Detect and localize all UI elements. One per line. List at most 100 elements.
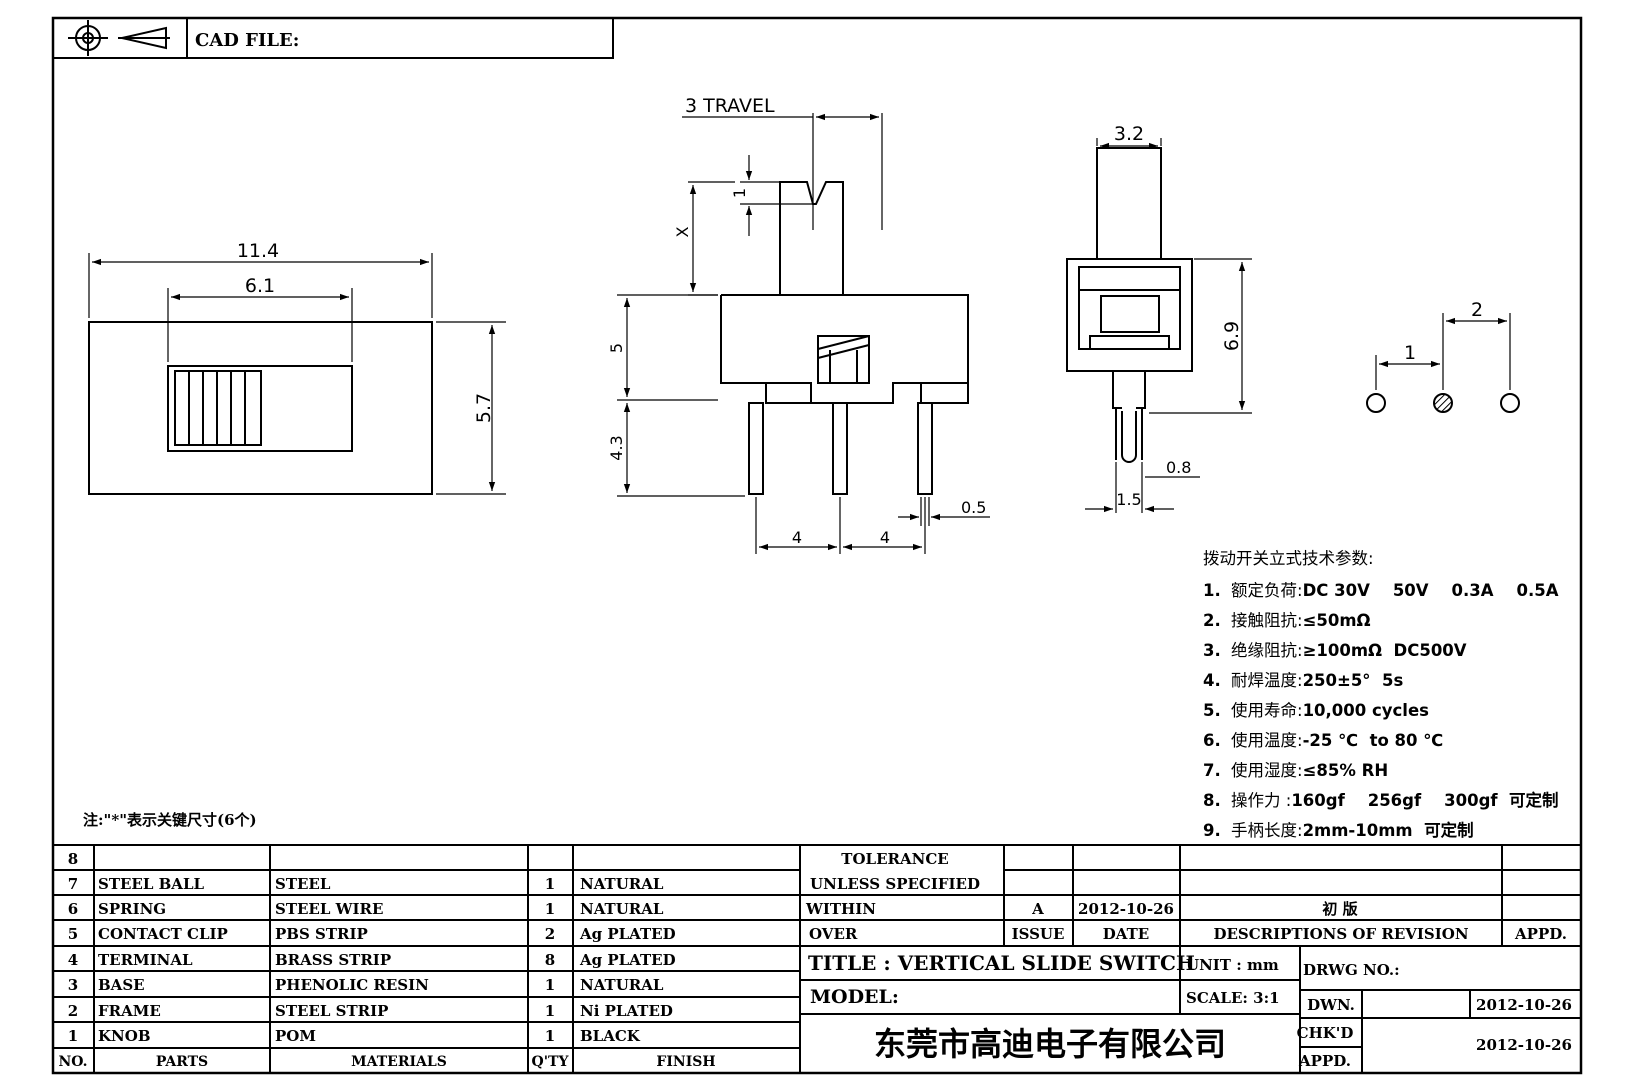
spec-label: 使用温度: [1231, 731, 1303, 750]
unit-label: UNIT : mm [1186, 956, 1279, 974]
pcb-hole-left [1366, 393, 1386, 413]
top-view-body [88, 321, 433, 495]
dim-knob-3-2: 3.2 [1114, 123, 1144, 145]
bom-table-text: 8 7 STEEL BALL STEEL 1 NATURAL 6 SPRING … [58, 850, 715, 1070]
tech-specs: 拨动开关立式技术参数: 1.额定负荷: DC 30V 50V 0.3A 0.5A… [1203, 544, 1559, 846]
dim-pitch-left: 4 [792, 528, 802, 547]
front-view-knob [779, 181, 870, 384]
bom-row-5-finish: Ag PLATED [579, 925, 676, 943]
dim-slot-6-1: 6.1 [245, 275, 275, 297]
bom-row-3-qty: 1 [545, 976, 555, 994]
header-box [52, 17, 614, 59]
bom-header-parts: PARTS [156, 1054, 208, 1070]
front-view-pins [748, 402, 933, 495]
top-view: 11.4 6.1 5.7 [88, 240, 506, 495]
spec-value: ≥100mΩ DC500V [1302, 641, 1467, 660]
bom-row-1-material: POM [275, 1027, 316, 1045]
description-label: DESCRIPTIONS OF REVISION [1213, 925, 1468, 943]
specs-title: 拨动开关立式技术参数: [1203, 549, 1374, 568]
front-view: 3 TRAVEL 1 X 5 4.3 4 4 0.5 [607, 95, 990, 554]
spec-item: 5.使用寿命: 10,000 cycles [1203, 696, 1559, 726]
dim-knob-1: 1 [730, 188, 749, 198]
spec-value: 2mm-10mm 可定制 [1302, 821, 1474, 840]
bom-row-2-no: 2 [68, 1002, 78, 1020]
bom-row-4-part: TERMINAL [98, 951, 193, 969]
dim-width-11-4: 11.4 [237, 240, 279, 262]
bom-row-6-material: STEEL WIRE [275, 900, 383, 918]
bom-row-7-part: STEEL BALL [98, 875, 204, 893]
side-view-pin [1112, 371, 1146, 463]
spec-item: 9.手柄长度:2mm-10mm 可定制 [1203, 816, 1559, 846]
dim-pcb-2: 2 [1471, 299, 1483, 321]
side-view: 3.2 6.9 0.8 1.5 [1066, 123, 1252, 513]
spec-item: 1.额定负荷: DC 30V 50V 0.3A 0.5A [1203, 576, 1559, 606]
projection-symbol-icon [68, 20, 170, 56]
spec-number: 6. [1203, 731, 1221, 750]
spec-value: 160gf 256gf 300gf 可定制 [1291, 791, 1559, 810]
bom-row-3-part: BASE [98, 976, 145, 994]
spec-number: 2. [1203, 611, 1221, 630]
unless-specified-label: UNLESS SPECIFIED [810, 875, 980, 893]
chkd-date: 2012-10-26 [1476, 1036, 1572, 1054]
bom-row-2-material: STEEL STRIP [275, 1002, 388, 1020]
within-label: WITHIN [805, 900, 876, 918]
drawing-number-label: DRWG NO.: [1303, 961, 1400, 979]
cad-file-label: CAD FILE: [195, 30, 299, 51]
title-block-grid [799, 844, 1582, 1074]
spec-item: 2.接触阻抗: ≤50mΩ [1203, 606, 1559, 636]
spec-number: 8. [1203, 791, 1221, 810]
bom-row-8-no: 8 [68, 850, 78, 868]
dim-pin-4-3: 4.3 [607, 435, 626, 460]
spec-label: 绝缘阻抗: [1231, 641, 1303, 660]
model-label: MODEL: [810, 986, 899, 1008]
front-view-body [720, 294, 969, 404]
bom-row-6-part: SPRING [98, 900, 166, 918]
bom-row-2-finish: Ni PLATED [580, 1002, 673, 1020]
dim-height-5-7: 5.7 [473, 393, 495, 423]
pcb-hole-right [1500, 393, 1520, 413]
dim-pin-1-5: 1.5 [1116, 490, 1141, 509]
revision-date: 2012-10-26 [1078, 900, 1174, 918]
bom-row-5-part: CONTACT CLIP [98, 925, 228, 943]
spec-value: -25 ℃ to 80 ℃ [1302, 731, 1444, 750]
bom-row-2-qty: 1 [545, 1002, 555, 1020]
spec-item: 4.耐焊温度: 250±5° 5s [1203, 666, 1559, 696]
bom-row-5-qty: 2 [545, 925, 555, 943]
scale-label: SCALE: 3:1 [1186, 989, 1280, 1007]
key-dimension-note: 注:"*"表示关键尺寸(6个) [83, 811, 257, 829]
bom-row-6-finish: NATURAL [580, 900, 664, 918]
pcb-layout: 1 2 [1366, 299, 1520, 413]
bom-header-qty: Q'TY [532, 1054, 570, 1070]
bom-header-materials: MATERIALS [351, 1054, 447, 1070]
spec-value: 250±5° 5s [1302, 671, 1404, 690]
dim-pitch-right: 4 [880, 528, 890, 547]
spec-label: 额定负荷: [1231, 581, 1303, 600]
dim-side-6-9: 6.9 [1221, 321, 1243, 351]
top-view-knob [174, 370, 262, 446]
appd-column-label: APPD. [1514, 925, 1567, 943]
bom-row-7-no: 7 [68, 875, 78, 893]
bom-row-4-no: 4 [68, 951, 78, 969]
bom-row-3-no: 3 [68, 976, 78, 994]
dim-travel: 3 TRAVEL [685, 95, 775, 117]
bom-row-7-material: STEEL [275, 875, 331, 893]
spec-value: 10,000 cycles [1302, 701, 1429, 720]
bom-row-1-finish: BLACK [580, 1027, 641, 1045]
company-name: 东莞市高迪电子有限公司 [874, 1025, 1226, 1063]
dwn-date: 2012-10-26 [1476, 996, 1572, 1014]
date-label: DATE [1103, 925, 1149, 943]
revision-issue: A [1031, 900, 1044, 918]
spec-label: 操作力 : [1231, 791, 1292, 810]
dim-pin-0-5: 0.5 [961, 498, 986, 517]
revision-description: 初 版 [1322, 900, 1357, 918]
dim-pcb-1: 1 [1404, 342, 1416, 364]
bom-row-3-finish: NATURAL [580, 976, 664, 994]
bom-row-3-material: PHENOLIC RESIN [275, 976, 429, 994]
issue-label: ISSUE [1012, 925, 1065, 943]
spec-label: 耐焊温度: [1231, 671, 1303, 690]
bom-row-1-part: KNOB [98, 1027, 151, 1045]
bom-row-2-part: FRAME [98, 1002, 161, 1020]
pcb-hole-center [1433, 393, 1453, 413]
spec-number: 7. [1203, 761, 1221, 780]
